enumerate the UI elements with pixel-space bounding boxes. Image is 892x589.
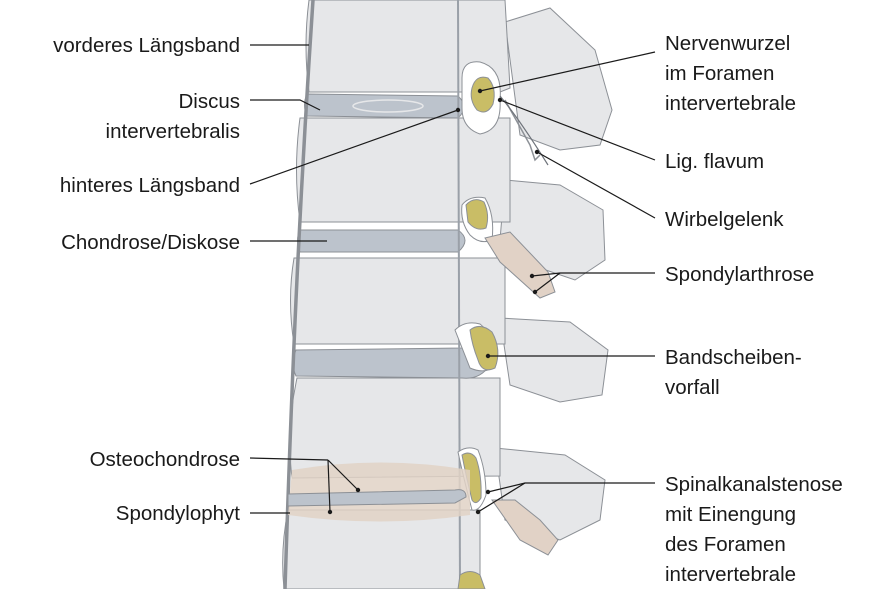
label-spondylophyt: Spondylophyt	[116, 502, 241, 525]
disc-1	[305, 94, 465, 118]
nerve-root-5	[458, 572, 485, 589]
disc-3	[293, 348, 490, 379]
label-spinalkanalstenose-line4: intervertebrale	[665, 563, 796, 586]
label-nervenwurzel-line3: intervertebrale	[665, 92, 796, 115]
vertebra-5	[283, 510, 480, 589]
label-lig-flavum: Lig. flavum	[665, 150, 764, 173]
label-nervenwurzel-line2: im Foramen	[665, 62, 774, 85]
label-nervenwurzel-line1: Nervenwurzel	[665, 32, 790, 55]
right-labels: Nervenwurzel im Foramen intervertebrale …	[665, 32, 843, 586]
left-labels: vorderes Längsband Discus intervertebral…	[53, 34, 240, 525]
label-osteochondrose: Osteochondrose	[90, 448, 240, 471]
label-wirbelgelenk: Wirbelgelenk	[665, 208, 784, 231]
label-chondrose-diskose: Chondrose/Diskose	[61, 231, 240, 254]
label-discus-line1: Discus	[178, 90, 240, 113]
label-hinteres-laengsband: hinteres Längsband	[60, 174, 240, 197]
label-spinalkanalstenose-line2: mit Einengung	[665, 503, 796, 526]
label-discus-line2: intervertebralis	[106, 120, 240, 143]
spinous-process-3	[500, 318, 608, 402]
label-bandscheibenvorfall-line1: Bandscheiben-	[665, 346, 802, 369]
label-vorderes-laengsband: vorderes Längsband	[53, 34, 240, 57]
spine-illustration	[283, 0, 612, 589]
label-spinalkanalstenose-line3: des Foramen	[665, 533, 786, 556]
label-bandscheibenvorfall-line2: vorfall	[665, 376, 720, 399]
nerve-root-1	[471, 77, 494, 112]
label-spinalkanalstenose-line1: Spinalkanalstenose	[665, 473, 843, 496]
label-spondylarthrose: Spondylarthrose	[665, 263, 814, 286]
